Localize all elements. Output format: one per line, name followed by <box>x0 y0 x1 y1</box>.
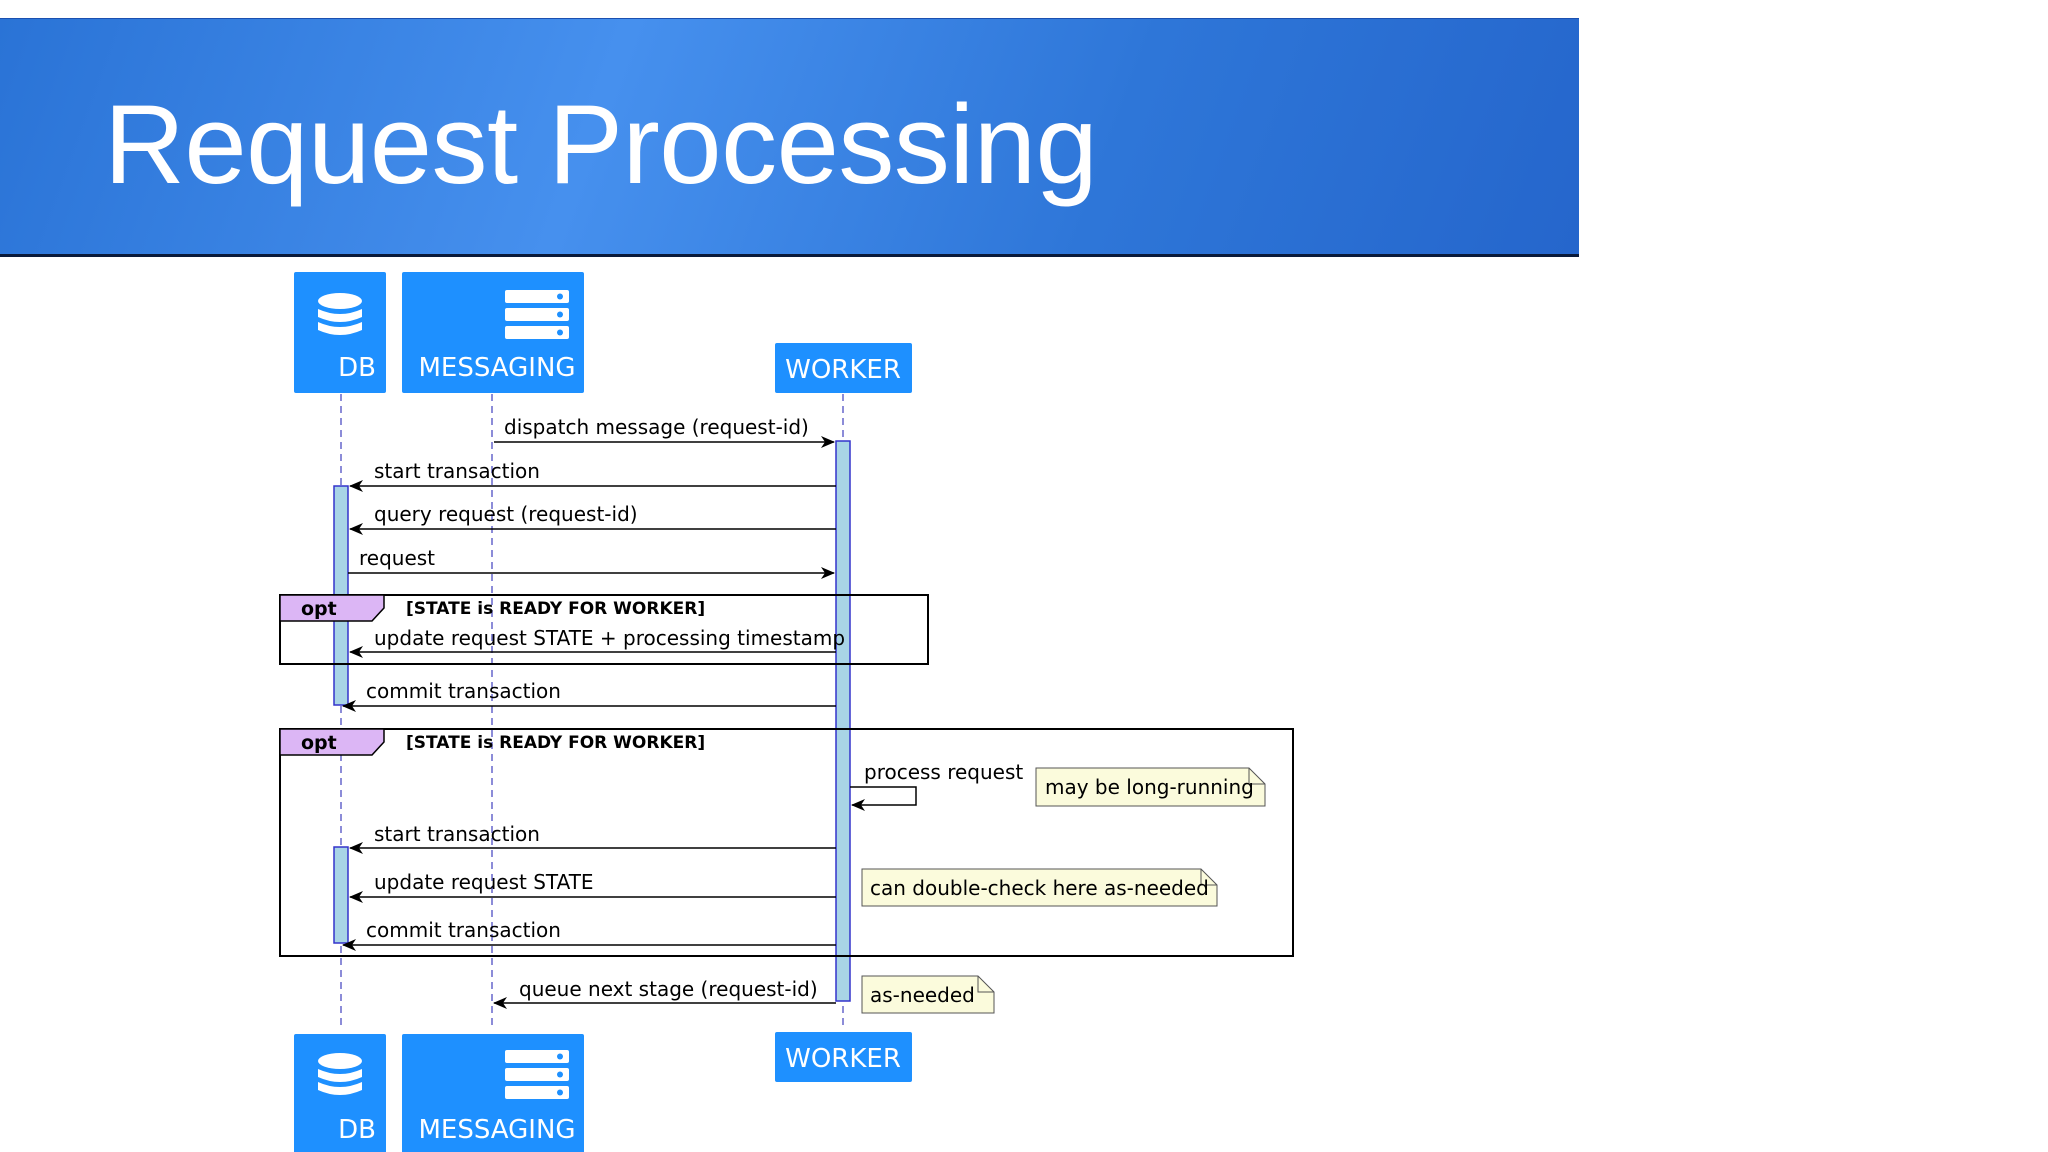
message-label: start transaction <box>374 459 540 483</box>
message-commit-transaction-1: commit transaction <box>342 679 836 712</box>
note-text: may be long-running <box>1045 775 1254 799</box>
participant-worker-top: WORKER <box>775 343 912 393</box>
participant-db-label: DB <box>338 353 376 383</box>
participant-messaging-label: MESSAGING <box>418 1115 575 1145</box>
message-label: start transaction <box>374 822 540 846</box>
message-label: query request (request-id) <box>374 502 638 526</box>
participant-messaging-bottom: MESSAGING <box>402 1034 584 1152</box>
opt-fragment-2: opt [STATE is READY FOR WORKER] <box>279 728 1294 957</box>
message-label: update request STATE <box>374 870 594 894</box>
message-start-transaction-2: start transaction <box>349 822 836 854</box>
title-banner <box>0 18 1579 257</box>
participant-worker-label: WORKER <box>785 1044 901 1074</box>
message-label: process request <box>864 760 1023 784</box>
message-label: request <box>359 546 435 570</box>
server-icon <box>505 1050 569 1099</box>
message-dispatch: dispatch message (request-id) <box>494 415 835 448</box>
message-label: commit transaction <box>366 918 561 942</box>
opt-operator: opt <box>301 598 337 620</box>
note-long-running: may be long-running <box>1035 767 1266 807</box>
worker-activation <box>835 440 851 1002</box>
note-as-needed: as-needed <box>861 975 995 1014</box>
opt-guard: [STATE is READY FOR WORKER] <box>406 733 705 753</box>
message-label: queue next stage (request-id) <box>519 977 818 1001</box>
participant-db-top: DB <box>294 272 386 393</box>
opt-guard: [STATE is READY FOR WORKER] <box>406 599 705 619</box>
note-text: as-needed <box>870 983 975 1007</box>
message-request: request <box>348 546 835 579</box>
opt-tag <box>279 594 385 622</box>
opt-fragment-1: opt [STATE is READY FOR WORKER] <box>279 594 929 665</box>
opt-operator: opt <box>301 732 337 754</box>
participant-db-label: DB <box>338 1115 376 1145</box>
message-process-request: process request <box>850 760 1023 811</box>
note-text: can double-check here as-needed <box>870 876 1209 900</box>
message-update-request-state: update request STATE <box>349 870 836 903</box>
note-double-check: can double-check here as-needed <box>861 868 1218 907</box>
participant-messaging-label: MESSAGING <box>418 353 575 383</box>
message-label: commit transaction <box>366 679 561 703</box>
message-label: dispatch message (request-id) <box>504 415 809 439</box>
message-update-request-state-timestamp: update request STATE + processing timest… <box>349 626 845 658</box>
message-label: update request STATE + processing timest… <box>374 626 845 650</box>
server-icon <box>505 290 569 339</box>
message-commit-transaction-2: commit transaction <box>342 918 836 951</box>
db-activation-2 <box>333 846 349 944</box>
participant-db-bottom: DB <box>294 1034 386 1152</box>
database-icon <box>318 1053 362 1095</box>
message-start-transaction-1: start transaction <box>349 459 836 492</box>
message-queue-next-stage: queue next stage (request-id) <box>493 977 836 1009</box>
opt-tag <box>279 728 385 756</box>
database-icon <box>318 293 362 335</box>
participant-worker-bottom: WORKER <box>775 1032 912 1082</box>
participant-messaging-top: MESSAGING <box>402 272 584 393</box>
message-query-request: query request (request-id) <box>349 502 836 535</box>
participant-worker-label: WORKER <box>785 355 901 385</box>
page-title: Request Processing <box>104 82 1098 207</box>
